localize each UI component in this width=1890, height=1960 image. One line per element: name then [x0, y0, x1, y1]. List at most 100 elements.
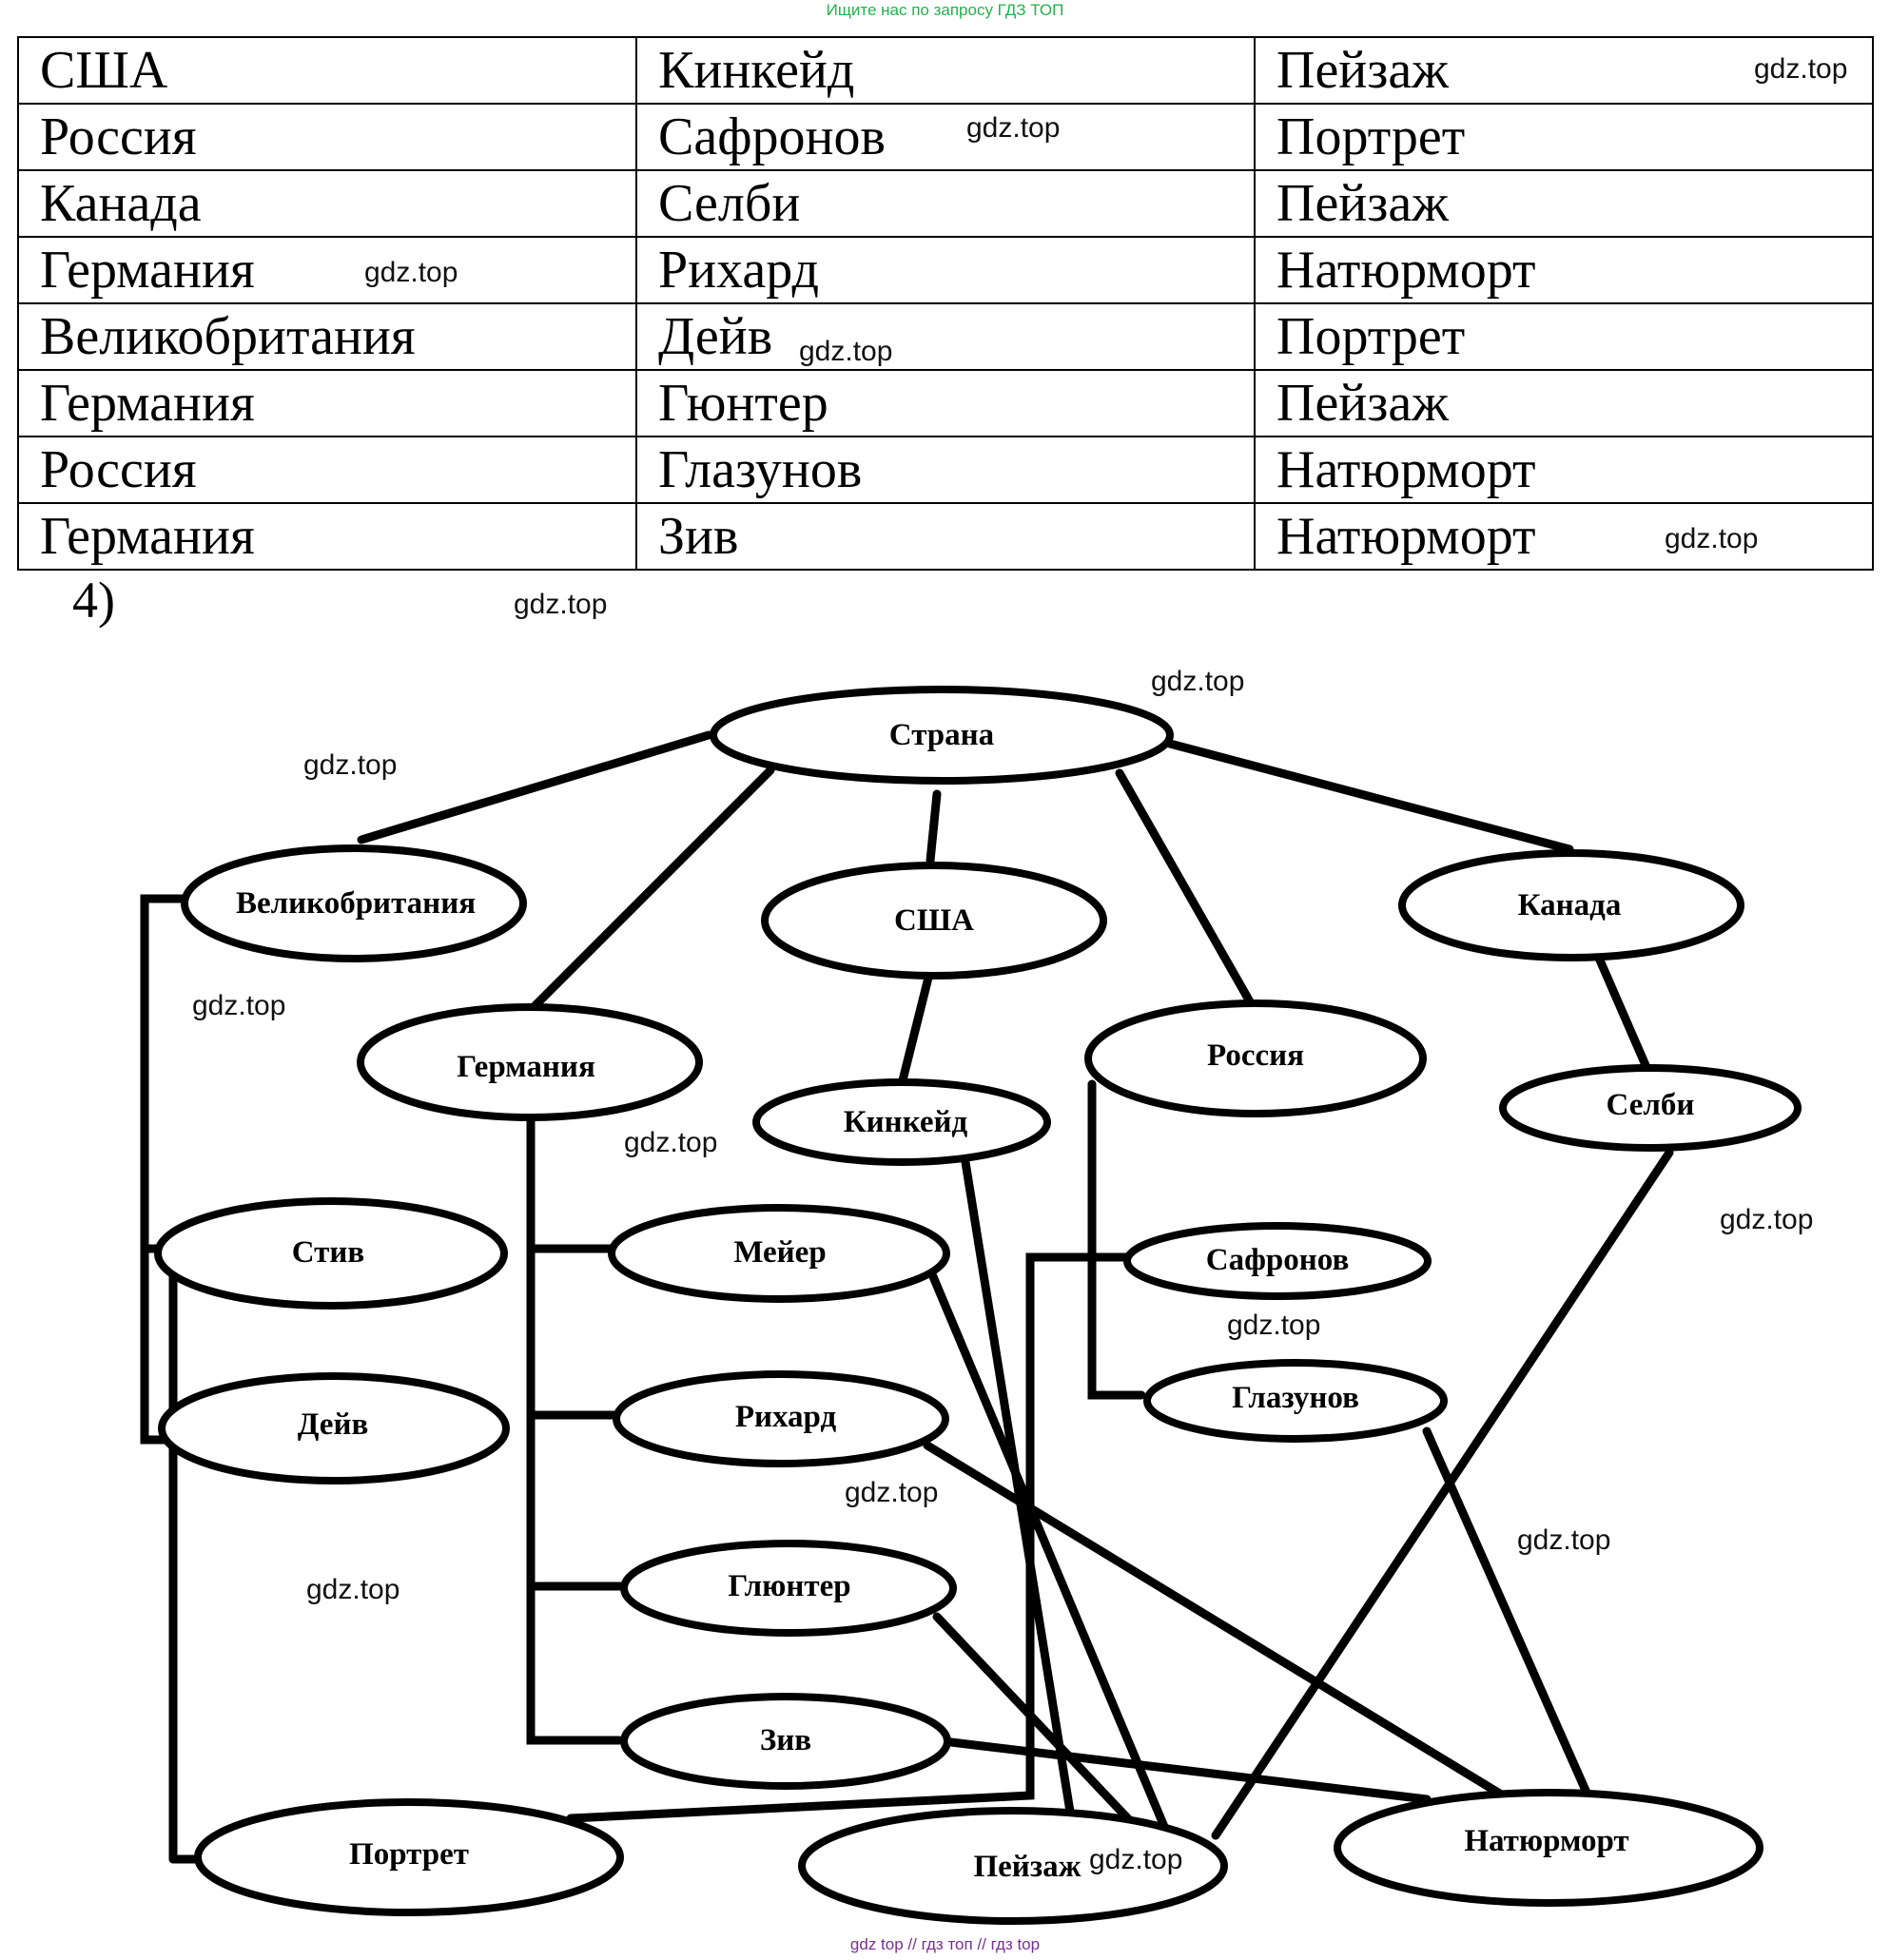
node-kanada [1398, 849, 1744, 961]
node-label-meier: Мейер [733, 1235, 826, 1270]
watermark: gdz.top [799, 336, 893, 367]
edge-usa-kinkeid [897, 965, 935, 1089]
node-germaniya [357, 1003, 703, 1121]
table-cell: Германия [17, 236, 637, 304]
node-meier [608, 1204, 950, 1303]
table-cell: США [17, 36, 637, 105]
node-label-velikobritaniya: Великобритания [236, 886, 476, 921]
node-label-ssha: США [894, 903, 974, 938]
node-label-kinkeid: Кинкейд [844, 1105, 968, 1139]
node-label-deiv: Дейв [298, 1407, 369, 1442]
node-rikhard [613, 1370, 949, 1467]
edge-country-germany [528, 766, 775, 1013]
node-label-selbi: Селби [1607, 1088, 1695, 1122]
watermark: gdz.top [966, 112, 1061, 144]
node-label-portret: Портрет [349, 1837, 469, 1872]
watermark: gdz.top [514, 589, 608, 620]
diagram-labels: Страна Великобритания США Канада Германи… [236, 718, 1695, 1884]
node-label-peizazh: Пейзаж [973, 1850, 1081, 1884]
edge-rikhard-natyurmort [923, 1441, 1508, 1800]
top-banner[interactable]: Ищите нас по запросу ГДЗ ТОП [826, 1, 1064, 19]
table-cell: Натюрморт [1254, 236, 1874, 304]
node-velikobritaniya [181, 844, 527, 962]
data-table: США Кинкейд Пейзаж Россия Сафронов Портр… [17, 36, 1874, 571]
node-label-safronov: Сафронов [1206, 1243, 1350, 1277]
watermark: gdz.top [303, 749, 398, 781]
table-row: Канада Селби Пейзаж [17, 169, 1874, 238]
table-row: Россия Сафронов Портрет [17, 103, 1874, 171]
table-cell: Пейзаж [1254, 369, 1874, 437]
bottom-banner[interactable]: gdz top // гдз топ // гдз top [849, 1935, 1041, 1953]
table-cell: Германия [17, 502, 637, 571]
watermark: gdz.top [1665, 523, 1759, 554]
diagram-edges [140, 730, 1674, 1864]
node-portret [194, 1798, 624, 1916]
node-label-glyunter: Глюнтер [728, 1569, 850, 1603]
edge-country-usa [926, 789, 942, 865]
watermark: gdz.top [192, 990, 286, 1021]
node-safronov [1123, 1222, 1432, 1300]
node-glazunov [1143, 1359, 1448, 1443]
node-selbi [1499, 1064, 1802, 1152]
watermark: gdz.top [1151, 666, 1245, 697]
watermark: gdz.top [845, 1477, 939, 1508]
node-deiv [158, 1372, 510, 1485]
edge-uk-stiv-deiv [140, 894, 188, 1445]
table-cell: Кинкейд [635, 36, 1256, 105]
node-ssha [761, 862, 1107, 980]
node-strana [710, 686, 1174, 785]
table-row: Россия Глазунов Натюрморт [17, 436, 1874, 504]
node-label-stiv: Стив [292, 1235, 364, 1270]
table-cell: Сафронов [635, 103, 1256, 171]
table-cell: Портрет [1254, 302, 1874, 371]
table-cell: Селби [635, 169, 1256, 238]
table-cell: Портрет [1254, 103, 1874, 171]
table-cell: Глазунов [635, 436, 1256, 504]
table-row: Германия Гюнтер Пейзаж [17, 369, 1874, 437]
node-label-ziv: Зив [760, 1723, 811, 1757]
node-natyurmort [1334, 1789, 1763, 1907]
table-cell: Натюрморт [1254, 502, 1874, 571]
node-rossiya [1084, 999, 1427, 1117]
edge-glyunter-peizazh [932, 1612, 1141, 1833]
table-row: Германия Зив Натюрморт [17, 502, 1874, 571]
watermark: gdz.top [1754, 53, 1848, 85]
watermark: gdz.top [1227, 1310, 1321, 1341]
node-ziv [620, 1693, 951, 1790]
node-label-rossiya: Россия [1207, 1038, 1304, 1073]
node-stiv [154, 1197, 508, 1310]
edge-country-canada [1165, 739, 1574, 854]
watermark: gdz.top [364, 257, 458, 288]
edge-country-russia [1115, 768, 1256, 1008]
table-cell: Канада [17, 169, 637, 238]
table-cell: Гюнтер [635, 369, 1256, 437]
edge-glazunov-natyurmort [1422, 1426, 1591, 1797]
table-cell: Зив [635, 502, 1256, 571]
edge-safronov-portret [566, 1252, 1132, 1823]
node-peizazh [798, 1807, 1228, 1925]
node-label-glazunov: Глазунов [1232, 1381, 1359, 1415]
table-row: Великобритания Дейв Портрет [17, 302, 1874, 371]
edge-russia-members [1087, 1079, 1146, 1400]
table-cell: Россия [17, 436, 637, 504]
table-cell: Великобритания [17, 302, 637, 371]
node-label-natyurmort: Натюрморт [1464, 1824, 1628, 1858]
table-cell: Пейзаж [1254, 36, 1874, 105]
watermark: gdz.top [1720, 1204, 1814, 1235]
watermark: gdz.top [306, 1574, 400, 1605]
table-cell: Дейв [635, 302, 1256, 371]
diagram-nodes [154, 686, 1802, 1925]
edge-ziv-natyurmort [946, 1737, 1432, 1804]
edge-germany-members [526, 1113, 624, 1745]
edge-meier-peizazh [927, 1270, 1175, 1845]
watermark: gdz.top [1517, 1524, 1611, 1556]
watermark: gdz.top [624, 1127, 718, 1158]
table-row: Германия Рихард Натюрморт [17, 236, 1874, 304]
task-number: 4) [72, 572, 115, 629]
table-cell: Рихард [635, 236, 1256, 304]
node-label-rikhard: Рихард [735, 1400, 837, 1434]
node-label-germaniya: Германия [457, 1050, 595, 1084]
table-cell: Натюрморт [1254, 436, 1874, 504]
table-cell: Германия [17, 369, 637, 437]
